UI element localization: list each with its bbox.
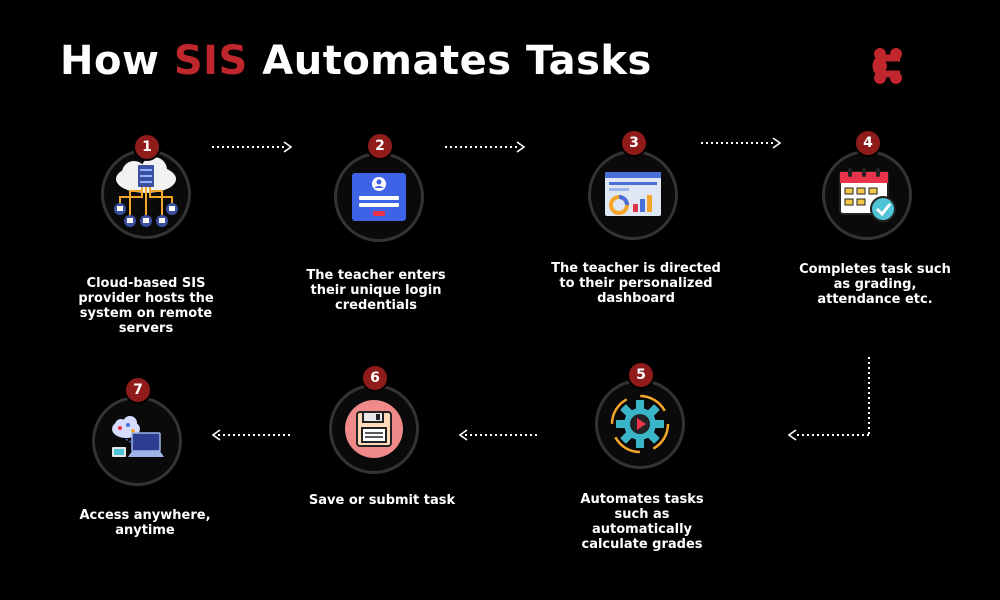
step-2-circle — [334, 152, 424, 242]
step-4-caption: Completes task such as grading, attendan… — [799, 262, 951, 307]
brand-logo-icon — [872, 48, 902, 84]
page-title: How SIS Automates Tasks — [60, 38, 652, 84]
step-4-circle — [822, 150, 912, 240]
step-7-caption: Access anywhere, anytime — [79, 508, 211, 538]
arrow-2-3 — [445, 141, 526, 153]
step-1-badge: 1 — [133, 133, 161, 161]
step-5-badge: 5 — [627, 361, 655, 389]
dashboard-icon — [605, 172, 661, 216]
arrow-1-2 — [212, 141, 293, 153]
cloud-devices-icon — [112, 416, 164, 457]
step-3-circle — [588, 150, 678, 240]
step-3-caption: The teacher is directed to their persona… — [551, 261, 721, 306]
step-1-circle — [101, 149, 191, 239]
login-form-icon — [352, 173, 406, 221]
title-accent: SIS — [173, 38, 248, 84]
floppy-disk-icon — [345, 400, 403, 458]
step-4-badge: 4 — [854, 129, 882, 157]
step-6-caption: Save or submit task — [308, 493, 456, 508]
arrow-3-4 — [701, 137, 782, 149]
title-prefix: How — [60, 38, 174, 84]
step-2-badge: 2 — [366, 132, 394, 160]
title-suffix: Automates Tasks — [247, 38, 652, 84]
step-3-badge: 3 — [620, 129, 648, 157]
step-5-circle — [595, 379, 685, 469]
arrow-5-6 — [458, 429, 539, 441]
gear-play-icon — [610, 394, 670, 454]
step-7-badge: 7 — [124, 376, 152, 404]
step-6-badge: 6 — [361, 364, 389, 392]
step-6-circle — [329, 384, 419, 474]
calendar-check-icon — [839, 168, 896, 222]
step-5-caption: Automates tasks such as automatically ca… — [580, 492, 704, 552]
step-7-circle — [92, 396, 182, 486]
cloud-server-icon — [114, 157, 178, 227]
step-1-caption: Cloud-based SIS provider hosts the syste… — [78, 276, 214, 336]
arrow-4-5 — [787, 357, 870, 441]
step-2-caption: The teacher enters their unique login cr… — [306, 268, 446, 313]
arrow-6-7 — [211, 429, 292, 441]
